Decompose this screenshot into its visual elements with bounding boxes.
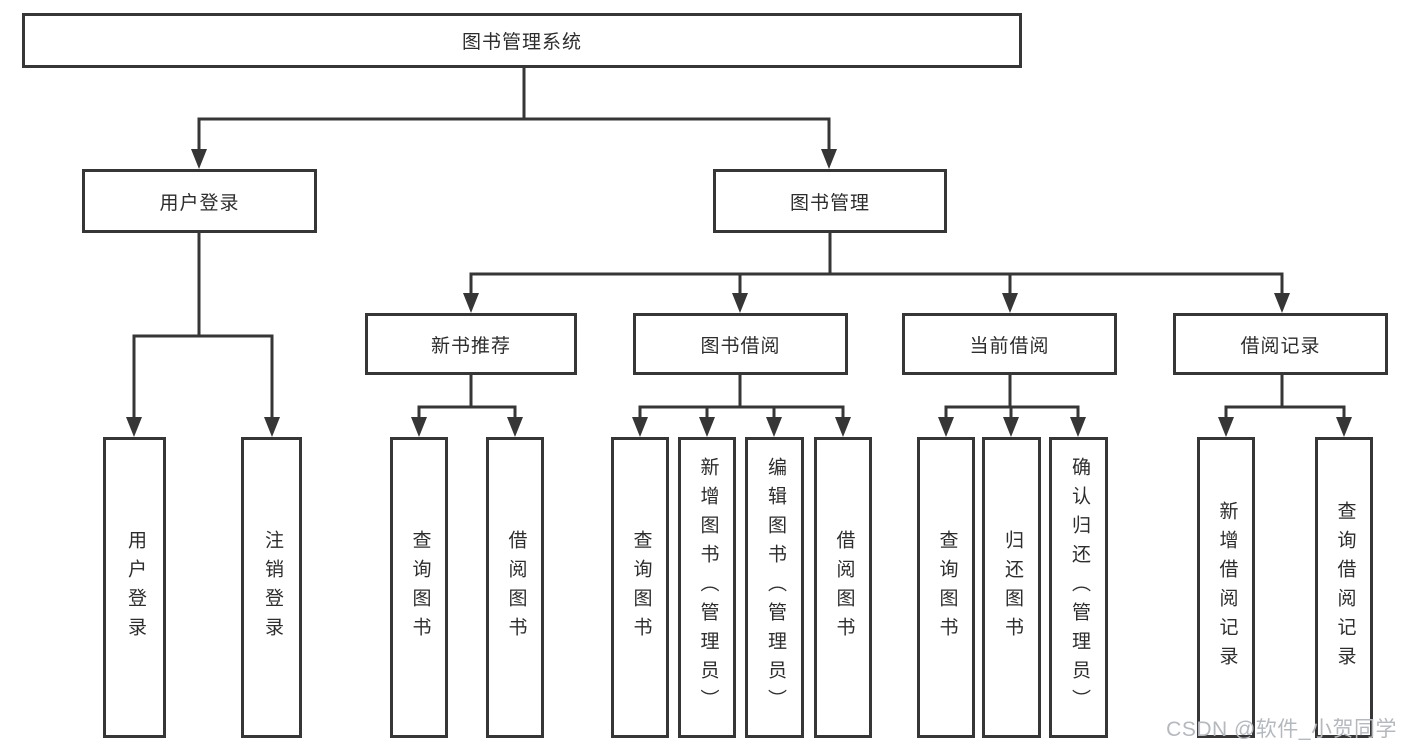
arrowhead [732, 293, 748, 313]
connector-login-splitter [132, 334, 274, 417]
leaf-borrow-books-borrowing: 借阅图书 [814, 437, 872, 738]
leaf-label: 归还图书 [1001, 529, 1023, 646]
node-library-management-system: 图书管理系统 [22, 13, 1022, 68]
leaf-label: 查询借阅记录 [1334, 500, 1356, 675]
arrowhead [507, 417, 523, 437]
leaf-edit-books-admin: 编辑图书（管理员） [745, 437, 804, 738]
leaf-label: 查询图书 [630, 529, 652, 646]
leaf-label: 借阅图书 [505, 529, 527, 646]
connector-records-splitter [1224, 405, 1346, 417]
leaf-label: 编辑图书（管理员） [764, 457, 786, 718]
leaf-user-login: 用户登录 [103, 437, 166, 738]
leaf-add-borrow-record: 新增借阅记录 [1197, 437, 1255, 738]
node-label: 图书管理系统 [461, 32, 582, 53]
node-label: 用户登录 [159, 192, 240, 214]
arrowhead [1336, 417, 1352, 437]
node-borrowing-records: 借阅记录 [1173, 313, 1388, 375]
leaf-query-books-borrowing: 查询图书 [611, 437, 669, 738]
leaf-label: 查询图书 [936, 529, 958, 646]
leaf-label: 新增借阅记录 [1216, 500, 1238, 675]
node-current-borrowing: 当前借阅 [902, 313, 1117, 375]
node-new-book-recommendation: 新书推荐 [365, 313, 577, 375]
arrowhead [1218, 417, 1234, 437]
arrowhead [1274, 293, 1290, 313]
node-book-management: 图书管理 [713, 169, 947, 233]
leaf-label: 新增图书（管理员） [697, 457, 719, 718]
leaf-confirm-return-admin: 确认归还（管理员） [1049, 437, 1108, 738]
node-user-login: 用户登录 [82, 169, 317, 233]
leaf-add-books-admin: 新增图书（管理员） [678, 437, 736, 738]
arrowhead [264, 417, 280, 437]
leaf-label: 借阅图书 [833, 529, 855, 646]
leaf-label: 确认归还（管理员） [1068, 457, 1090, 718]
arrowhead [632, 417, 648, 437]
arrowhead [938, 417, 954, 437]
node-label: 图书借阅 [700, 335, 781, 357]
leaf-logout: 注销登录 [241, 437, 302, 738]
arrowhead [821, 149, 837, 169]
leaf-label: 注销登录 [261, 529, 283, 646]
node-label: 图书管理 [789, 192, 870, 214]
arrowhead [699, 417, 715, 437]
arrowhead [835, 417, 851, 437]
leaf-return-books: 归还图书 [982, 437, 1041, 738]
node-book-borrowing: 图书借阅 [633, 313, 848, 375]
watermark-csdn: CSDN @软件_小贺同学 [1166, 718, 1397, 741]
leaf-query-books-current: 查询图书 [917, 437, 975, 738]
node-label: 新书推荐 [430, 335, 511, 357]
node-label: 借阅记录 [1240, 335, 1321, 357]
arrowhead [1070, 417, 1086, 437]
arrowhead [411, 417, 427, 437]
connector-mgmt-splitter [469, 272, 1284, 294]
arrowhead [766, 417, 782, 437]
arrowhead [463, 293, 479, 313]
arrowhead [1002, 293, 1018, 313]
connector-rec-splitter [417, 405, 517, 417]
connector-root-splitter [197, 117, 831, 152]
leaf-borrow-books-recommend: 借阅图书 [486, 437, 544, 738]
connector-borrow-splitter [638, 405, 845, 417]
arrowhead [126, 417, 142, 437]
node-label: 当前借阅 [969, 335, 1050, 357]
arrowhead [1003, 417, 1019, 437]
leaf-label: 用户登录 [124, 529, 146, 646]
arrowhead [191, 149, 207, 169]
leaf-query-borrow-record: 查询借阅记录 [1315, 437, 1373, 738]
leaf-query-books-recommend: 查询图书 [390, 437, 448, 738]
leaf-label: 查询图书 [409, 529, 431, 646]
